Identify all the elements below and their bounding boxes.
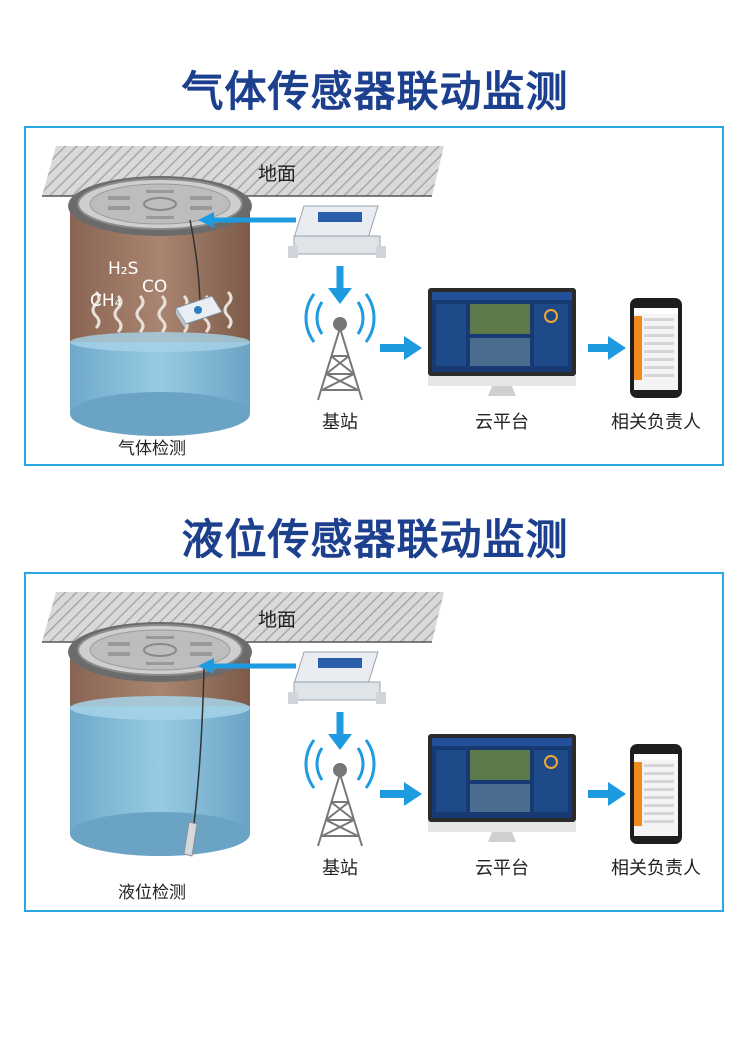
person-label: 相关负责人 [611,858,701,879]
manhole-icon [68,622,252,682]
cloud-label: 云平台 [475,412,529,433]
gateway-device-icon [288,205,386,258]
phone-icon [630,298,682,398]
ground-label: 地面 [258,163,296,185]
arrow-to-person [588,336,626,360]
well-label: 液位检测 [118,883,186,903]
ground-label: 地面 [258,609,296,631]
gas-ch4: CH₄ [90,291,122,311]
tower-icon [304,293,376,401]
level-diagram-panel: 地面 液位检测 [24,572,724,912]
arrow-to-person [588,782,626,806]
gateway-device-icon [288,651,386,704]
level-probe-icon [183,821,198,857]
monitor-icon [428,734,576,842]
tower-icon [304,739,376,847]
phone-icon [630,744,682,844]
gas-well [70,206,250,436]
gas-h2s: H₂S [108,259,138,279]
cloud-label: 云平台 [475,858,529,879]
gas-diagram-panel: 地面 H₂S CO CH₄ [24,126,724,466]
person-label: 相关负责人 [611,412,701,433]
arrow-down [328,712,352,750]
arrow-to-cloud [380,336,422,360]
arrow-down [328,266,352,304]
gas-sensor-icon [175,295,223,330]
station-label: 基站 [322,412,358,433]
arrow-to-well [198,212,296,228]
level-well [70,652,250,856]
arrow-to-well [198,658,296,674]
manhole-icon [68,176,252,236]
well-label: 气体检测 [118,439,186,459]
section2-title: 液位传感器联动监测 [181,515,569,564]
station-label: 基站 [322,858,358,879]
monitor-icon [428,288,576,396]
section1-title: 气体传感器联动监测 [181,67,569,116]
gas-co: CO [142,277,167,297]
arrow-to-cloud [380,782,422,806]
